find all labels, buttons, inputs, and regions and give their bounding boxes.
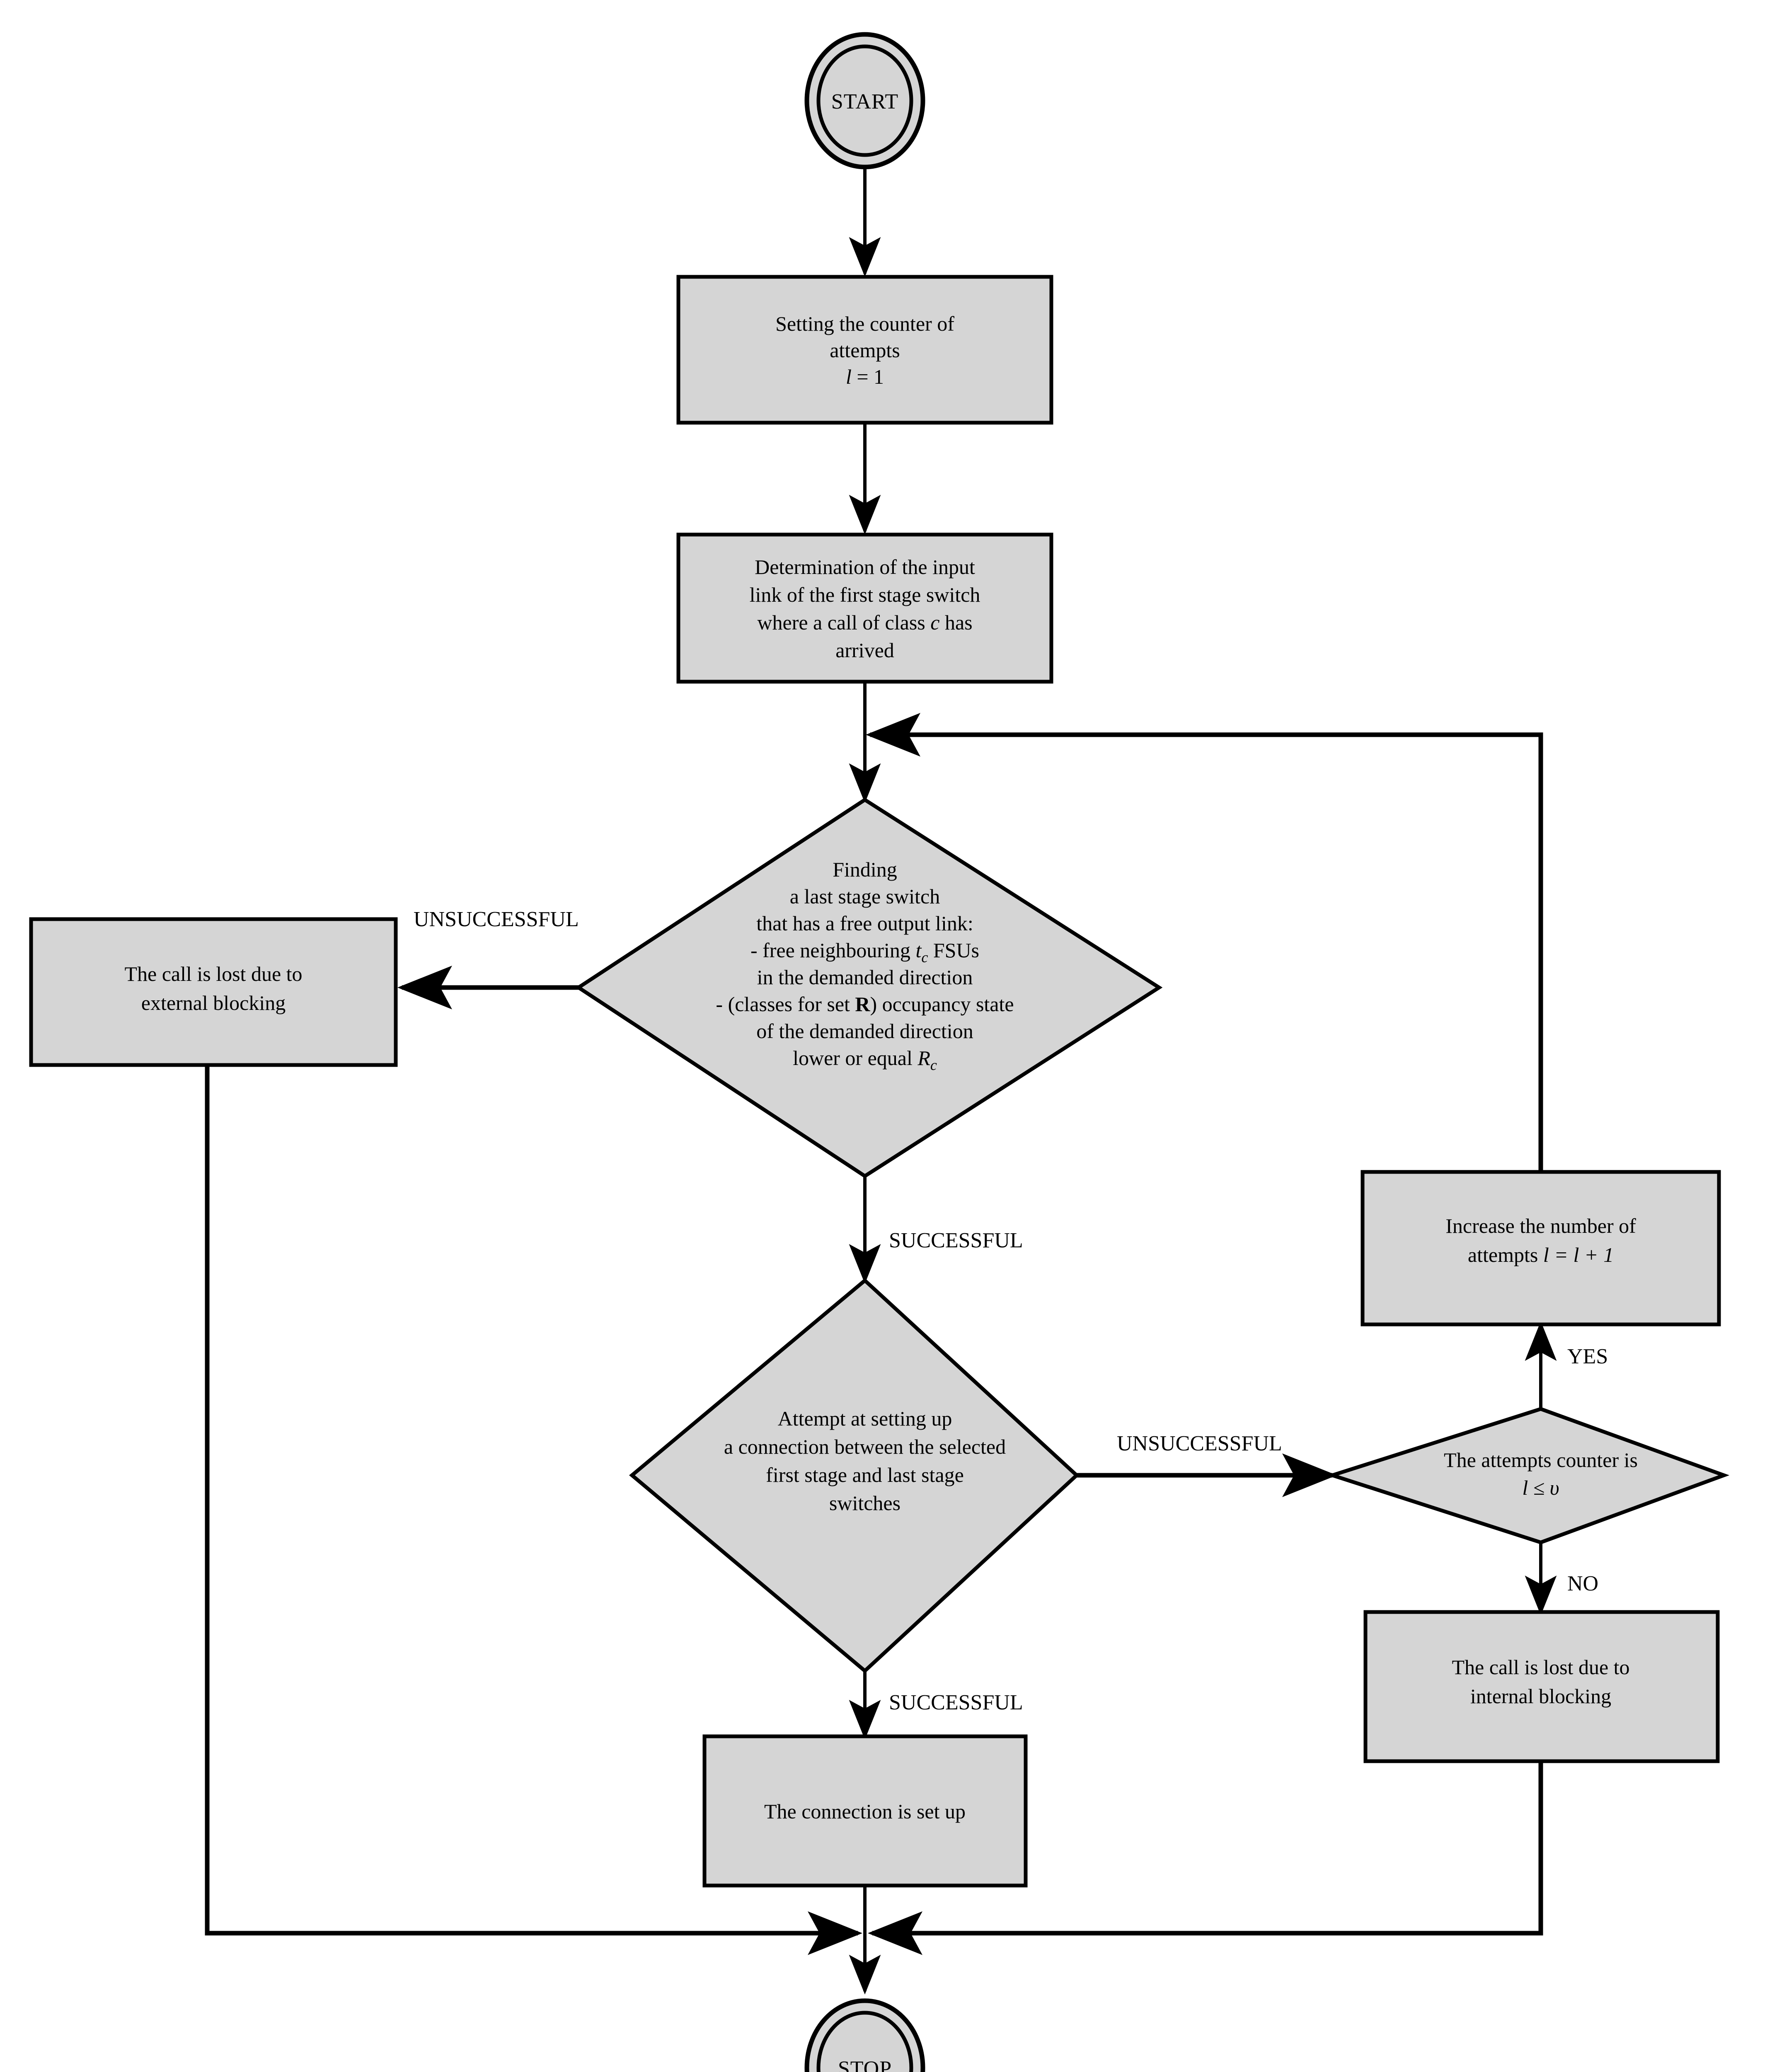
edge-increase-attempts-feedback-loop: [866, 713, 1543, 1172]
finding-line8: lower or equal Rc: [793, 1046, 937, 1073]
finding-line3: that has a free output link:: [756, 912, 973, 935]
finding-var-R: R: [855, 992, 870, 1016]
increase-line2: attempts l = l + 1: [1468, 1243, 1614, 1266]
node-determine-input-link[interactable]: Determination of the input link of the f…: [676, 533, 1053, 684]
edge-label-attempt-unsuccessful: UNSUCCESSFUL: [1117, 1432, 1282, 1455]
start-label: START: [831, 90, 898, 114]
determine-line3: where a call of class c has: [757, 611, 972, 634]
edge-label-finding-unsuccessful: UNSUCCESSFUL: [414, 908, 579, 931]
external-blocking-line2: external blocking: [141, 991, 286, 1014]
node-attempt-connection[interactable]: Attempt at setting up a connection betwe…: [629, 1278, 1080, 1673]
set-counter-line1: Setting the counter of: [775, 312, 954, 335]
counter-line2: l ≤ υ: [1522, 1476, 1559, 1499]
increase-line2a: attempts: [1468, 1243, 1543, 1266]
increase-var-l: l = l + 1: [1543, 1243, 1614, 1266]
finding-line5: in the demanded direction: [757, 966, 973, 989]
internal-blocking-line2: internal blocking: [1470, 1685, 1611, 1708]
finding-sub-c2: c: [930, 1057, 937, 1073]
finding-line4b: FSUs: [928, 939, 979, 962]
determine-line3a: where a call of class: [757, 611, 930, 634]
node-connection-set-up[interactable]: The connection is set up: [702, 1734, 1028, 1888]
node-stop[interactable]: STOP: [804, 1998, 925, 2072]
connection-line1: The connection is set up: [764, 1800, 966, 1823]
edge-internal-blocking-to-stop: [868, 1761, 1543, 1955]
attempt-line3: first stage and last stage: [766, 1463, 964, 1486]
node-start[interactable]: START: [804, 32, 925, 169]
internal-blocking-line1: The call is lost due to: [1452, 1656, 1629, 1679]
node-internal-blocking[interactable]: The call is lost due to internal blockin…: [1363, 1610, 1720, 1763]
determine-var-c: c: [930, 611, 939, 634]
finding-sub-c: c: [921, 949, 928, 966]
set-counter-line2: attempts: [830, 339, 900, 362]
finding-line4: - free neighbouring tc FSUs: [750, 939, 979, 966]
set-counter-eq: = 1: [852, 365, 884, 388]
determine-line2: link of the first stage switch: [750, 583, 980, 606]
edge-external-blocking-to-stop: [205, 1065, 862, 1955]
node-finding-last-stage[interactable]: Finding a last stage switch that has a f…: [575, 797, 1163, 1179]
finding-line2: a last stage switch: [790, 885, 940, 908]
finding-line6a: - (classes for set: [716, 992, 855, 1016]
node-set-counter[interactable]: Setting the counter of attempts l = 1: [676, 275, 1053, 425]
attempt-line4: switches: [829, 1491, 901, 1515]
finding-line6: - (classes for set R) occupancy state: [716, 992, 1014, 1016]
attempt-line2: a connection between the selected: [724, 1435, 1006, 1458]
counter-line1: The attempts counter is: [1444, 1448, 1638, 1472]
edge-label-counter-no: NO: [1567, 1572, 1598, 1595]
determine-line1: Determination of the input: [755, 555, 975, 579]
edge-label-finding-successful: SUCCESSFUL: [889, 1229, 1023, 1252]
set-counter-line3: l = 1: [846, 365, 884, 388]
stop-label: STOP: [838, 2057, 892, 2072]
finding-var-Rc: R: [917, 1046, 930, 1070]
finding-line8a: lower or equal: [793, 1046, 917, 1070]
node-attempts-counter[interactable]: The attempts counter is l ≤ υ: [1326, 1407, 1730, 1544]
edge-label-counter-yes: YES: [1567, 1345, 1608, 1368]
set-counter-var-l: l: [846, 365, 852, 388]
determine-line4: arrived: [835, 639, 894, 662]
node-increase-attempts[interactable]: Increase the number of attempts l = l + …: [1361, 1170, 1721, 1326]
external-blocking-line1: The call is lost due to: [124, 962, 302, 985]
finding-line7: of the demanded direction: [756, 1019, 973, 1043]
node-external-blocking[interactable]: The call is lost due to external blockin…: [29, 917, 398, 1067]
finding-var-t: t: [915, 939, 922, 962]
finding-line4a: - free neighbouring: [750, 939, 915, 962]
edge-label-attempt-successful: SUCCESSFUL: [889, 1691, 1023, 1714]
determine-line3b: has: [939, 611, 972, 634]
finding-line1: Finding: [833, 858, 897, 881]
finding-line6b: ) occupancy state: [870, 992, 1014, 1016]
increase-line1: Increase the number of: [1445, 1214, 1636, 1237]
attempt-line1: Attempt at setting up: [778, 1407, 952, 1430]
